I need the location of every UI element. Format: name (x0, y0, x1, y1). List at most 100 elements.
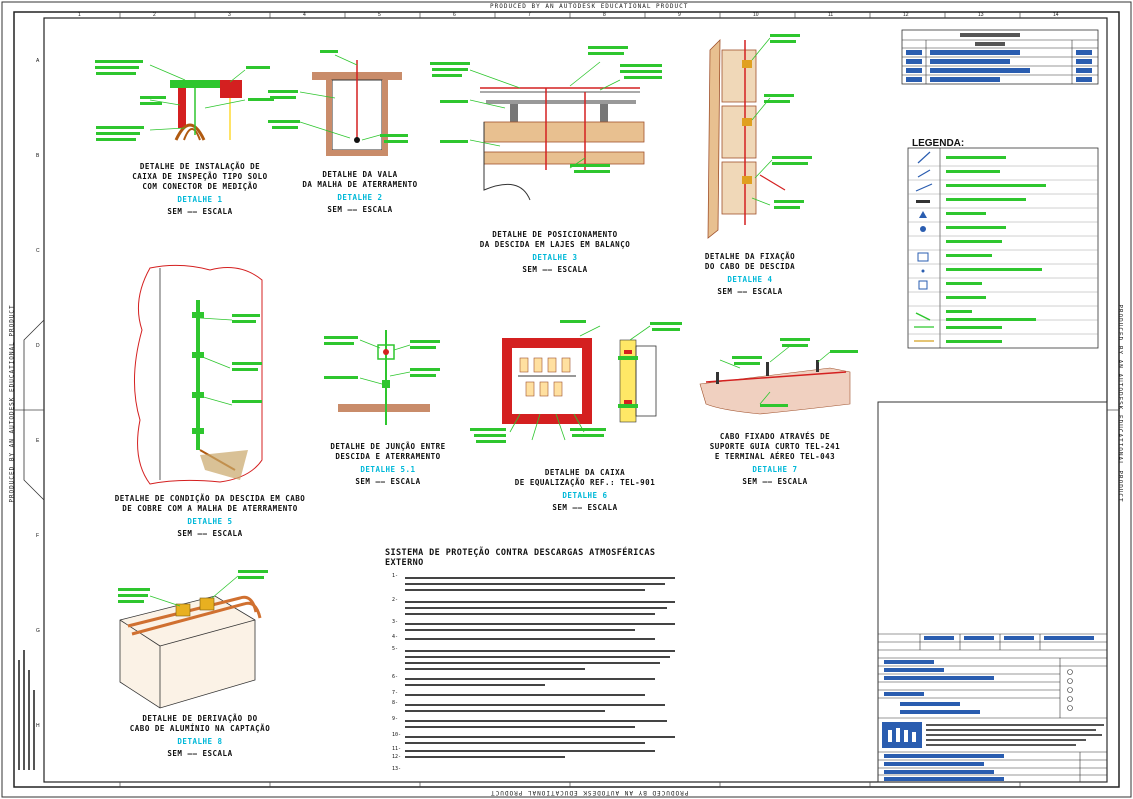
detail-6-caption: DETALHE DA CAIXA DE EQUALIZAÇÃO REF.: TE… (510, 468, 660, 513)
detail-scale: SEM —— ESCALA (327, 205, 393, 214)
column-number: 1 (78, 12, 81, 18)
detail-label: DETALHE 5 (187, 517, 233, 526)
detail-8-drawing (118, 570, 268, 709)
detail-title-line: DETALHE DA CAIXA (544, 468, 626, 477)
note-number: 2- (392, 597, 399, 603)
column-number: 10 (753, 12, 759, 18)
column-number: 12 (903, 12, 909, 18)
detail-scale: SEM —— ESCALA (717, 287, 783, 296)
detail-scale: SEM —— ESCALA (167, 749, 233, 758)
note-number: 8- (392, 700, 399, 706)
title-block (877, 401, 1108, 783)
detail-title-line: DA DESCIDA EM LAJES EM BALANÇO (479, 240, 631, 249)
detail-label: DETALHE 6 (562, 491, 608, 500)
column-number: 6 (453, 12, 456, 18)
detail-title-line: DETALHE DA VALA (322, 170, 398, 179)
detail-title-line: DO CABO DE DESCIDA (704, 262, 796, 271)
note-number: 10- (392, 732, 402, 738)
detail-2-caption: DETALHE DA VALA DA MALHA DE ATERRAMENTO … (290, 170, 430, 215)
column-number: 3 (228, 12, 231, 18)
detail-5-1-caption: DETALHE DE JUNÇÃO ENTRE DESCIDA E ATERRA… (320, 442, 456, 487)
detail-title-line: DETALHE DE CONDIÇÃO DA DESCIDA EM CABO (114, 494, 306, 503)
detail-scale: SEM —— ESCALA (522, 265, 588, 274)
detail-title-line: DETALHE DE DERIVAÇÃO DO (142, 714, 258, 723)
note-number: 7- (392, 690, 399, 696)
detail-title-line: CABO DE ALUMÍNIO NA CAPTAÇÃO (129, 724, 271, 733)
detail-title-line: DA MALHA DE ATERRAMENTO (302, 180, 418, 189)
column-number: 5 (378, 12, 381, 18)
detail-title-line: CAIXA DE INSPEÇÃO TIPO SOLO (132, 172, 268, 181)
detail-6-drawing (470, 320, 682, 443)
detail-title-line: E TERMINAL AÉREO TEL-043 (714, 452, 836, 461)
column-number: 4 (303, 12, 306, 18)
row-letter: C (36, 248, 40, 254)
detail-4-caption: DETALHE DA FIXAÇÃO DO CABO DE DESCIDA DE… (690, 252, 810, 297)
row-letter: G (36, 628, 40, 634)
detail-title-line: DETALHE DE POSICIONAMENTO (492, 230, 618, 239)
detail-title-line: DE COBRE COM A MALHA DE ATERRAMENTO (122, 504, 298, 513)
note-number: 12- (392, 754, 402, 760)
column-number: 14 (1053, 12, 1059, 18)
row-letter: D (36, 343, 40, 349)
watermark-right: PRODUCED BY AN AUTODESK EDUCATIONAL PROD… (1116, 304, 1124, 503)
note-number: 5- (392, 646, 399, 652)
detail-label: DETALHE 5.1 (360, 465, 416, 474)
general-notes: SISTEMA DE PROTEÇÃO CONTRA DESCARGAS ATM… (385, 548, 675, 568)
detail-title-line: DESCIDA E ATERRAMENTO (335, 452, 441, 461)
row-letter: B (36, 153, 40, 159)
legend-box (907, 147, 1099, 349)
detail-scale: SEM —— ESCALA (742, 477, 808, 486)
detail-title-line: COM CONECTOR DE MEDIÇÃO (142, 182, 258, 191)
detail-label: DETALHE 1 (177, 195, 223, 204)
side-stamp (18, 650, 35, 770)
watermark-left: PRODUCED BY AN AUTODESK EDUCATIONAL PROD… (8, 304, 16, 503)
column-numbers: 1 2 3 4 5 6 7 8 9 10 11 12 13 14 (44, 12, 1107, 18)
detail-title-line: DE EQUALIZAÇÃO REF.: TEL-901 (514, 478, 656, 487)
note-number: 1- (392, 573, 399, 579)
detail-7-drawing (699, 338, 858, 415)
detail-label: DETALHE 4 (727, 275, 773, 284)
detail-4-drawing (707, 34, 812, 239)
row-letters: A B C D E F G H (36, 18, 44, 782)
detail-title-line: SUPORTE GUIA CURTO TEL-241 (709, 442, 841, 451)
row-letter: H (36, 723, 40, 729)
detail-label: DETALHE 8 (177, 737, 223, 746)
watermark-top: PRODUCED BY AN AUTODESK EDUCATIONAL PROD… (490, 3, 689, 10)
detail-1-drawing (95, 60, 274, 141)
note-number: 3- (392, 619, 399, 625)
note-number: 11- (392, 746, 402, 752)
note-number: 6- (392, 674, 399, 680)
detail-label: DETALHE 2 (337, 193, 383, 202)
detail-5-caption: DETALHE DE CONDIÇÃO DA DESCIDA EM CABO D… (110, 494, 310, 539)
column-number: 9 (678, 12, 681, 18)
legend-title: LEGENDA: (912, 138, 965, 149)
detail-scale: SEM —— ESCALA (355, 477, 421, 486)
detail-2-drawing (268, 50, 408, 156)
detail-scale: SEM —— ESCALA (552, 503, 618, 512)
row-letter: E (36, 438, 40, 444)
detail-scale: SEM —— ESCALA (167, 207, 233, 216)
column-number: 8 (603, 12, 606, 18)
detail-5-1-drawing (324, 330, 440, 425)
notes-lines (405, 577, 675, 758)
column-number: 11 (828, 12, 834, 18)
row-letter: F (36, 533, 40, 539)
detail-title-line: DETALHE DE JUNÇÃO ENTRE (330, 442, 446, 451)
detail-3-caption: DETALHE DE POSICIONAMENTO DA DESCIDA EM … (470, 230, 640, 275)
detail-title-line: CABO FIXADO ATRAVÉS DE (719, 432, 831, 441)
detail-8-caption: DETALHE DE DERIVAÇÃO DO CABO DE ALUMÍNIO… (120, 714, 280, 759)
detail-scale: SEM —— ESCALA (177, 529, 243, 538)
detail-label: DETALHE 3 (532, 253, 578, 262)
note-number: 9- (392, 716, 399, 722)
revision-table (901, 29, 1099, 85)
detail-5-drawing (134, 264, 263, 485)
detail-label: DETALHE 7 (752, 465, 798, 474)
column-number: 13 (978, 12, 984, 18)
column-number: 2 (153, 12, 156, 18)
row-letter: A (36, 58, 40, 64)
note-number: 13- (392, 766, 402, 772)
notes-title: SISTEMA DE PROTEÇÃO CONTRA DESCARGAS ATM… (385, 548, 656, 568)
note-number: 4- (392, 634, 399, 640)
detail-3-drawing (430, 46, 662, 201)
